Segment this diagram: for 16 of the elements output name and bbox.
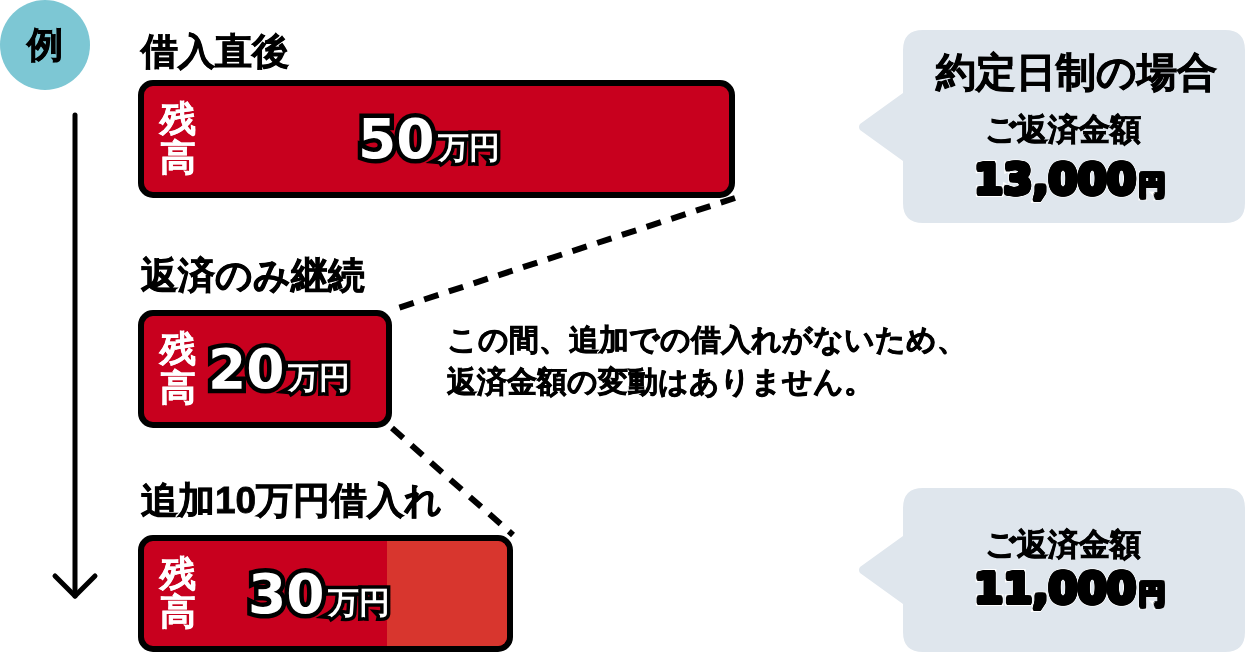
step-heading: 返済のみ継続 — [141, 257, 365, 294]
balance-amount: 50万円 — [358, 111, 500, 167]
payment-label: ご返済金額 — [985, 114, 1141, 145]
balance-label: 残高 — [160, 554, 196, 633]
balance-amount: 30万円 — [248, 566, 390, 621]
step-heading: 借入直後 — [141, 33, 289, 70]
dashed-line — [390, 425, 515, 538]
balance-amount: 20万円 — [208, 341, 350, 397]
payment-label: ご返済金額 — [985, 529, 1141, 560]
added-balance-segment — [387, 541, 507, 646]
bubble-heading: 約定日制の場合 — [936, 52, 1217, 92]
balance-label: 残高 — [160, 100, 196, 178]
step-heading: 追加10万円借入れ — [141, 482, 443, 519]
example-badge: 例 — [0, 0, 90, 90]
note-text: この間、追加での借入れがないため、返済金額の変動はありません。 — [447, 322, 968, 400]
balance-label: 残高 — [160, 330, 196, 408]
